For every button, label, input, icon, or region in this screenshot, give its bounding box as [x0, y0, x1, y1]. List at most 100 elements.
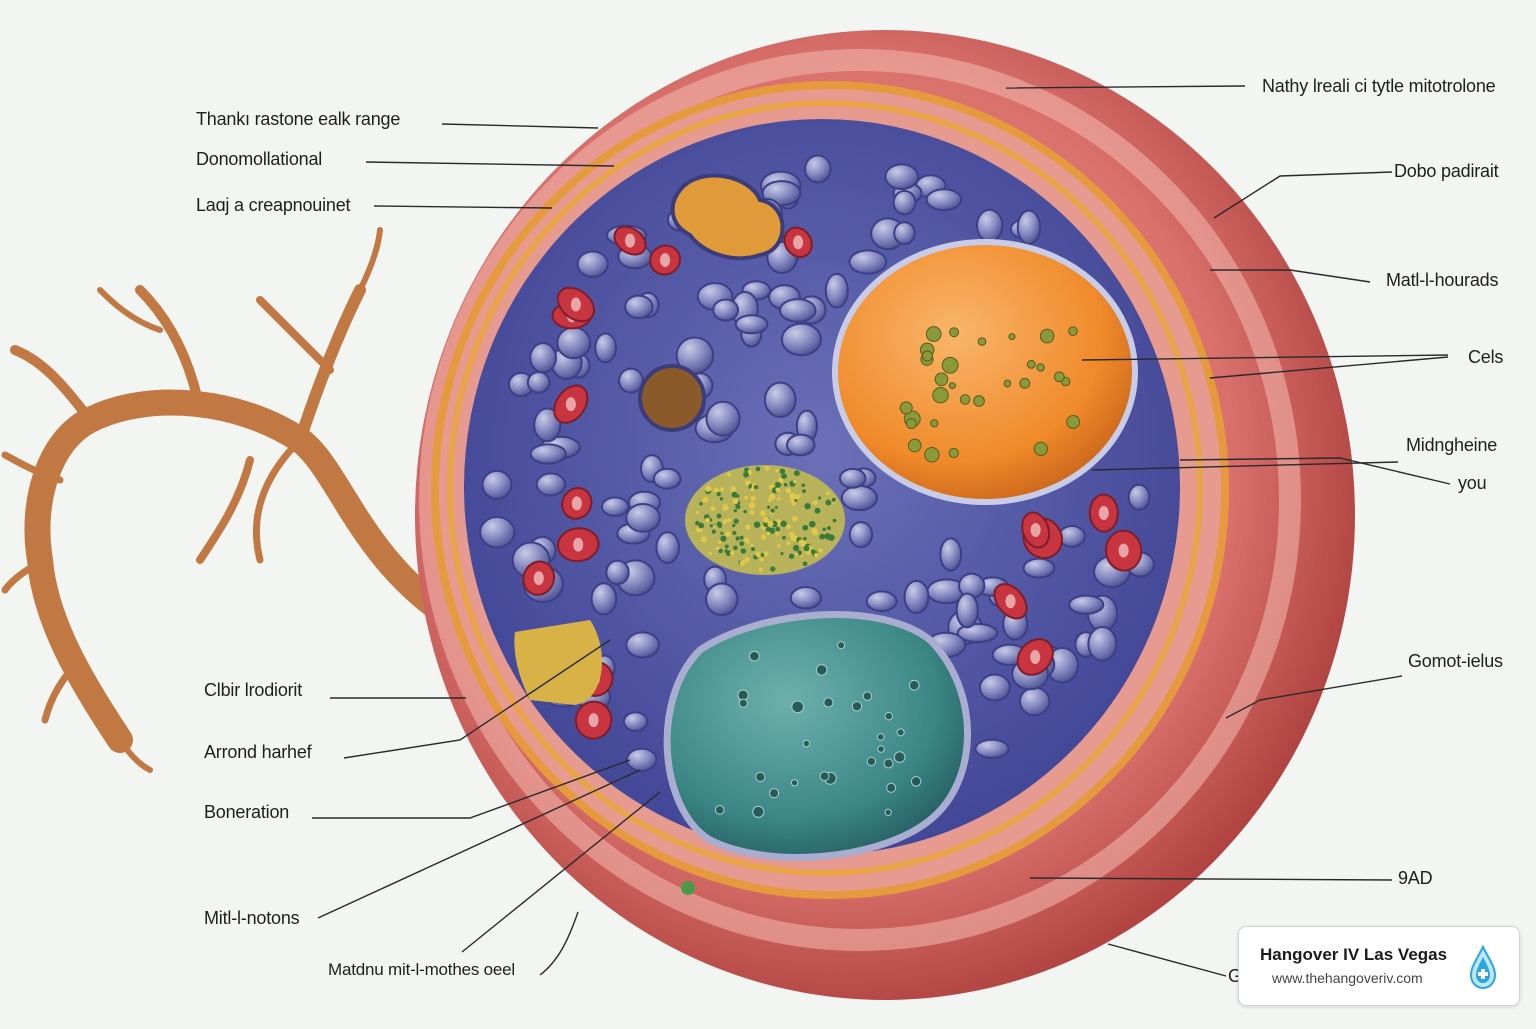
- granule: [779, 468, 786, 474]
- chromatin-dot: [1019, 377, 1031, 389]
- granule: [778, 477, 784, 484]
- teal-dot: [851, 701, 863, 712]
- teal-dot: [908, 679, 920, 691]
- label-right-4: Cels: [1468, 347, 1504, 367]
- granule: [739, 535, 744, 540]
- vesicle: [655, 531, 681, 565]
- granule: [758, 567, 764, 572]
- vesicle: [1068, 594, 1105, 615]
- chromatin-dot: [925, 326, 942, 342]
- granule: [802, 524, 809, 531]
- granule: [702, 496, 709, 503]
- chromatin-dot: [1033, 441, 1048, 456]
- label-left-8: Matdnu mit-l-mothes oeel: [328, 960, 515, 979]
- teal-dot: [910, 776, 922, 787]
- spotted-organelle: [638, 364, 706, 432]
- label-right-7: Gomot-ielus: [1408, 651, 1503, 671]
- granule: [755, 466, 761, 472]
- label-left-1: Thankı rastone ealk range: [196, 109, 401, 129]
- granule: [774, 505, 778, 509]
- chromatin-dot: [949, 327, 960, 338]
- vesicle: [1058, 524, 1086, 548]
- red-organelle-core: [1030, 650, 1041, 665]
- granule: [776, 497, 781, 501]
- brand-card[interactable]: Hangover IV Las Vegas www.thehangoveriv.…: [1238, 926, 1520, 1006]
- granule: [802, 489, 806, 494]
- granule: [745, 524, 751, 530]
- chromatin-dot: [1066, 415, 1081, 429]
- granule: [762, 516, 770, 523]
- vesicle: [712, 298, 740, 322]
- teal-dot: [886, 782, 897, 793]
- granule: [716, 513, 722, 519]
- nucleus: [832, 239, 1138, 505]
- granule: [818, 496, 822, 500]
- vesicle: [892, 189, 917, 216]
- brand-url[interactable]: www.thehangoveriv.com: [1272, 970, 1423, 986]
- granule: [789, 492, 796, 499]
- teal-dot: [893, 751, 906, 763]
- chromatin-dot: [1008, 333, 1016, 341]
- label-left-2: Donomollational: [196, 149, 323, 169]
- granule: [732, 530, 737, 536]
- vesicle: [556, 326, 592, 360]
- granule: [705, 517, 710, 523]
- vesicle: [884, 163, 920, 191]
- granule: [753, 521, 761, 528]
- teal-dot: [866, 756, 876, 767]
- label-left-6: Boneration: [204, 802, 290, 822]
- vesicle: [529, 342, 558, 374]
- vesicle: [824, 272, 849, 309]
- granule: [744, 537, 749, 543]
- granule: [759, 557, 764, 562]
- granule: [743, 509, 747, 514]
- granule: [804, 502, 811, 510]
- granule: [729, 551, 735, 556]
- granule: [740, 548, 747, 554]
- granule: [770, 508, 775, 513]
- red-organelle-core: [565, 397, 576, 412]
- vesicle: [625, 503, 661, 533]
- granule: [766, 531, 771, 536]
- granule: [744, 495, 748, 500]
- granule: [822, 527, 826, 532]
- granule: [775, 531, 780, 536]
- chromatin-dot: [930, 419, 939, 428]
- teal-dot: [883, 758, 894, 769]
- granule: [717, 540, 722, 544]
- granule: [812, 529, 819, 536]
- red-organelle-core: [571, 496, 582, 511]
- chromatin-dot: [1039, 328, 1055, 344]
- label-left-4: Clbir lrodiorit: [204, 680, 303, 700]
- granule: [831, 497, 836, 502]
- red-organelle-core: [1005, 594, 1016, 609]
- vesicle: [925, 188, 963, 212]
- granule: [764, 466, 770, 471]
- vesicle: [939, 537, 963, 572]
- granule: [750, 487, 755, 492]
- vesicle: [1016, 209, 1042, 245]
- granule: [724, 549, 728, 553]
- vesicle: [576, 250, 609, 278]
- membrane-particle: [681, 881, 695, 895]
- teal-dot: [877, 745, 885, 753]
- vesicle: [734, 314, 769, 335]
- granule: [745, 480, 751, 486]
- teal-dot: [884, 711, 894, 721]
- label-left-7: Mitl-l-notons: [204, 908, 300, 928]
- teal-body: [663, 611, 971, 861]
- granule: [731, 491, 738, 498]
- granule: [705, 485, 712, 492]
- granule: [766, 505, 771, 509]
- vesicle: [533, 407, 562, 443]
- granule: [801, 483, 806, 487]
- granule: [786, 541, 791, 546]
- red-organelle-core: [533, 571, 544, 586]
- granule: [760, 534, 767, 540]
- granule: [792, 544, 800, 552]
- granule: [802, 561, 808, 567]
- granule: [739, 541, 745, 547]
- vesicle: [705, 400, 741, 437]
- granule: [795, 552, 799, 556]
- red-organelle-core: [660, 253, 671, 268]
